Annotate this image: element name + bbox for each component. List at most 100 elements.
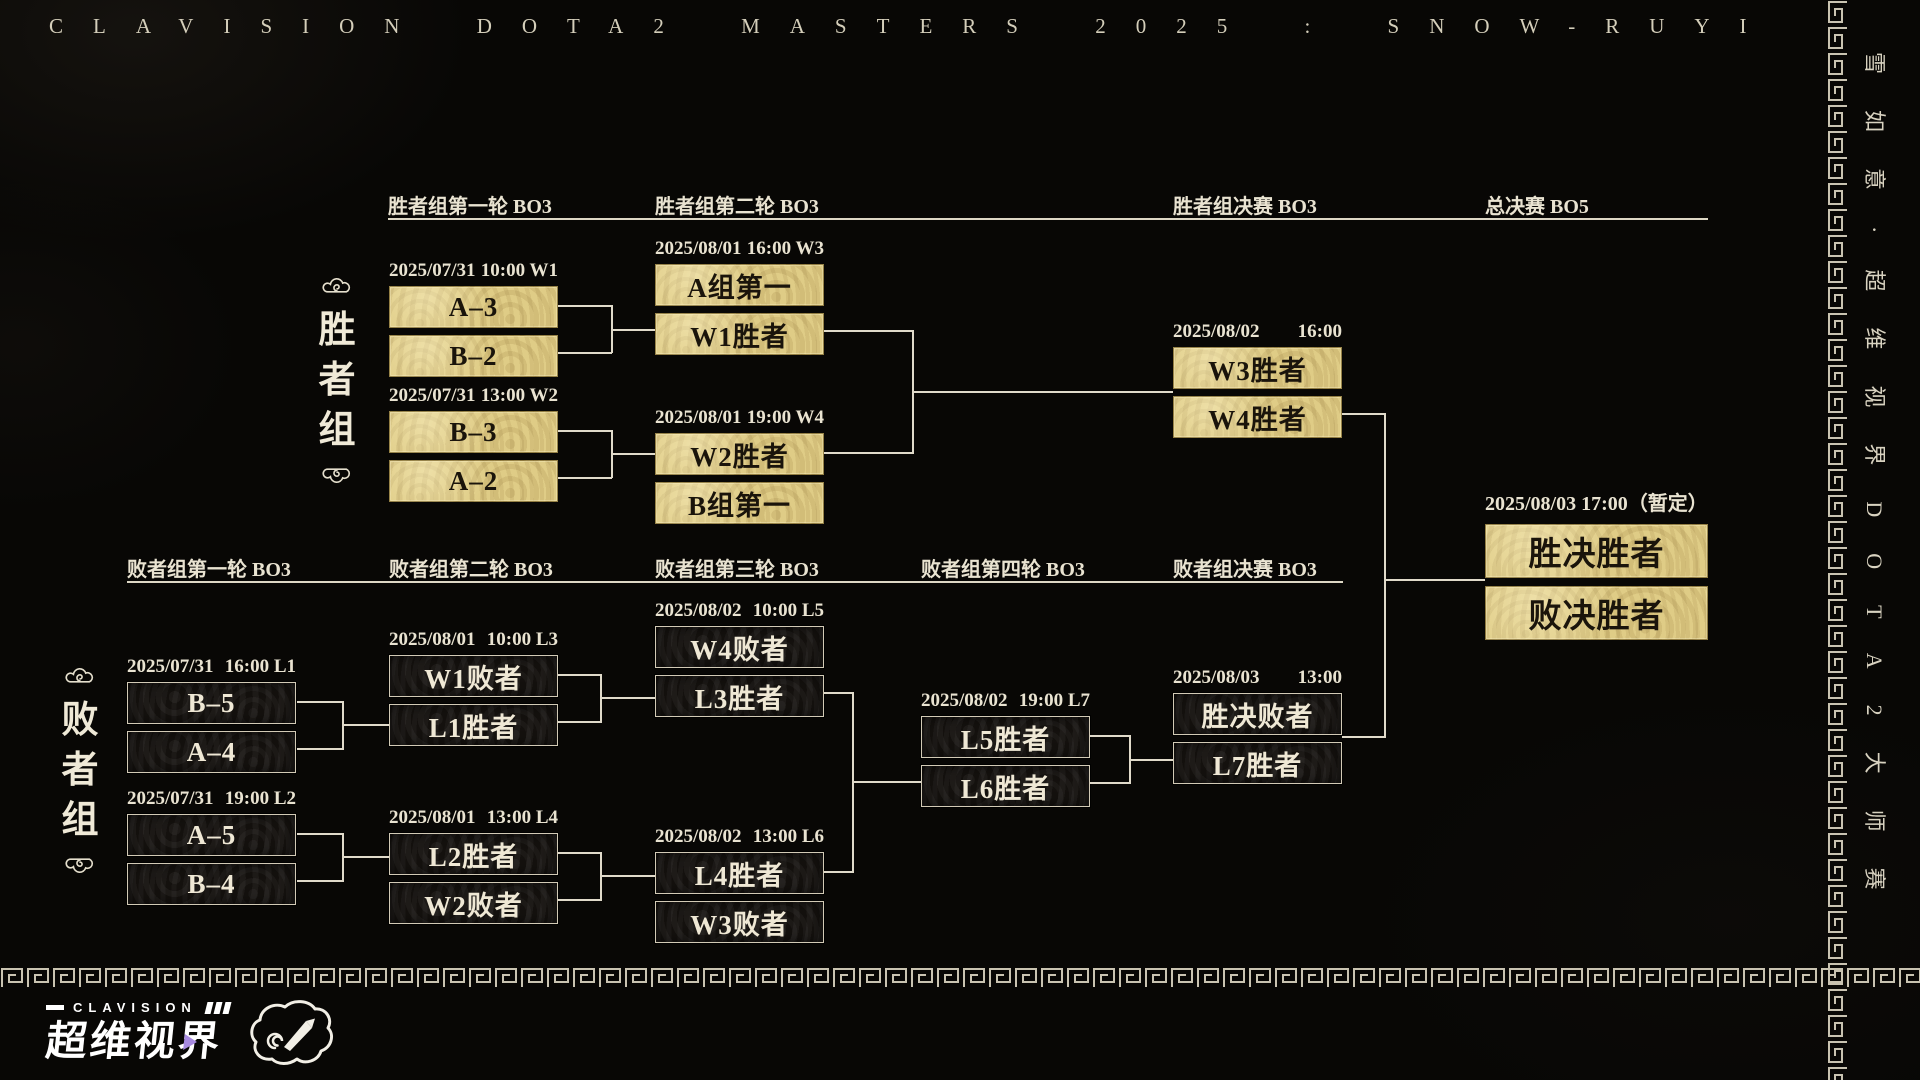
team-slot: W3败者 <box>655 901 824 943</box>
match-time: 19:00 W4 <box>746 407 824 428</box>
team-slot: L1胜者 <box>389 704 558 746</box>
round-header-losers-r1: 败者组第一轮 BO3 <box>127 559 291 581</box>
match-time: 16:00 L1 <box>224 656 296 677</box>
match-losers-final: 2025/08/03 13:00 胜决败者 L7胜者 <box>1173 667 1342 791</box>
round-header-winners-final: 胜者组决赛 BO3 <box>1173 196 1317 218</box>
match-schedule: 2025/08/02 16:00 <box>1173 321 1342 343</box>
cloud-ornament-icon <box>322 468 351 484</box>
match-schedule: 2025/08/03 17:00（暂定） <box>1485 493 1708 516</box>
match-date: 2025/08/02 <box>655 600 742 621</box>
team-slot: A–2 <box>389 460 558 502</box>
team-slot: 胜决败者 <box>1173 693 1342 735</box>
match-schedule: 2025/08/01 10:00 L3 <box>389 629 558 651</box>
team-slot: A–5 <box>127 814 296 856</box>
brand-name-en: CLAVISION <box>73 1000 197 1015</box>
match-date: 2025/08/01 <box>655 407 742 428</box>
match-date: 2025/08/02 <box>655 826 742 847</box>
match-time: 19:00 L2 <box>224 788 296 809</box>
team-slot: B–2 <box>389 335 558 377</box>
team-slot: A–4 <box>127 731 296 773</box>
match-time: 10:00 L3 <box>486 629 558 650</box>
cloud-ornament-icon <box>65 667 94 683</box>
round-header-grand-final: 总决赛 BO5 <box>1485 196 1589 218</box>
match-time: 13:00 W2 <box>480 385 558 406</box>
round-header-losers-final: 败者组决赛 BO3 <box>1173 559 1317 581</box>
match-date: 2025/08/01 <box>655 238 742 259</box>
team-slot: 败决胜者 <box>1485 586 1708 640</box>
event-title: CLAVISION DOTA2 MASTERS 2025 : SNOW-RUYI <box>49 14 1777 38</box>
match-date: 2025/08/02 <box>1173 321 1260 342</box>
group-label-char: 胜 <box>318 310 356 351</box>
match-date: 2025/08/01 <box>389 629 476 650</box>
right-meander-border <box>1828 1 1847 1080</box>
match-l7: 2025/08/02 19:00 L7 L5胜者 L6胜者 <box>921 690 1090 814</box>
match-grand-final: 2025/08/03 17:00（暂定） 胜决胜者 败决胜者 <box>1485 493 1708 648</box>
match-time: 16:00 <box>1297 321 1342 342</box>
team-slot: W2败者 <box>389 882 558 924</box>
footer-brand: CLAVISION 超维视界 <box>43 1000 232 1065</box>
match-schedule: 2025/07/31 16:00 L1 <box>127 656 296 678</box>
team-slot: B–5 <box>127 682 296 724</box>
group-label-char: 者 <box>61 750 99 791</box>
team-slot: 胜决胜者 <box>1485 524 1708 578</box>
cloud-ornament-icon <box>65 858 94 874</box>
team-slot: W1胜者 <box>655 313 824 355</box>
match-schedule: 2025/08/02 13:00 L6 <box>655 826 824 848</box>
side-caption: 雪如意·超维视界DOTA2大师赛 <box>1862 52 1887 926</box>
group-label-char: 者 <box>318 360 356 401</box>
team-slot: L2胜者 <box>389 833 558 875</box>
team-slot: A–3 <box>389 286 558 328</box>
match-date: 2025/07/31 <box>127 656 214 677</box>
brand-top-row: CLAVISION <box>46 1000 232 1015</box>
match-schedule: 2025/08/02 19:00 L7 <box>921 690 1090 712</box>
match-date: 2025/07/31 <box>389 260 476 281</box>
match-l6: 2025/08/02 13:00 L6 L4胜者 W3败者 <box>655 826 824 950</box>
bottom-meander-border <box>1 968 1920 987</box>
round-header-losers-r4: 败者组第四轮 BO3 <box>921 559 1085 581</box>
match-l4: 2025/08/01 13:00 L4 L2胜者 W2败者 <box>389 807 558 931</box>
match-date: 2025/08/03 17:00（暂定） <box>1485 493 1708 515</box>
brand-blocks-decor <box>204 1001 232 1014</box>
match-time: 16:00 W3 <box>746 238 824 259</box>
dota-cloud-emblem-icon <box>250 1000 333 1065</box>
team-slot: L4胜者 <box>655 852 824 894</box>
team-slot: A组第一 <box>655 264 824 306</box>
team-slot: B–4 <box>127 863 296 905</box>
team-slot: L6胜者 <box>921 765 1090 807</box>
match-time: 19:00 L7 <box>1018 690 1090 711</box>
team-slot: W4胜者 <box>1173 396 1342 438</box>
brand-line-decor <box>46 1005 64 1010</box>
match-schedule: 2025/08/01 13:00 L4 <box>389 807 558 829</box>
group-label-char: 败 <box>61 700 99 741</box>
losers-group-label: 败 者 组 <box>40 662 120 879</box>
match-date: 2025/08/03 <box>1173 667 1260 688</box>
team-slot: W2胜者 <box>655 433 824 475</box>
match-date: 2025/08/02 <box>921 690 1008 711</box>
round-header-winners-r1: 胜者组第一轮 BO3 <box>388 196 552 218</box>
team-slot: L7胜者 <box>1173 742 1342 784</box>
team-slot: W1败者 <box>389 655 558 697</box>
cloud-ornament-icon <box>322 277 351 293</box>
brand-name-cn: 超维视界 <box>43 1018 225 1064</box>
match-l1: 2025/07/31 16:00 L1 B–5 A–4 <box>127 656 296 780</box>
match-time: 13:00 <box>1297 667 1342 688</box>
winners-group-label: 胜 者 组 <box>297 272 377 489</box>
match-time: 13:00 L4 <box>486 807 558 828</box>
match-l3: 2025/08/01 10:00 L3 W1败者 L1胜者 <box>389 629 558 753</box>
match-time: 13:00 L6 <box>752 826 824 847</box>
match-date: 2025/08/01 <box>389 807 476 828</box>
team-slot: L5胜者 <box>921 716 1090 758</box>
match-schedule: 2025/08/03 13:00 <box>1173 667 1342 689</box>
round-header-losers-r2: 败者组第二轮 BO3 <box>389 559 553 581</box>
